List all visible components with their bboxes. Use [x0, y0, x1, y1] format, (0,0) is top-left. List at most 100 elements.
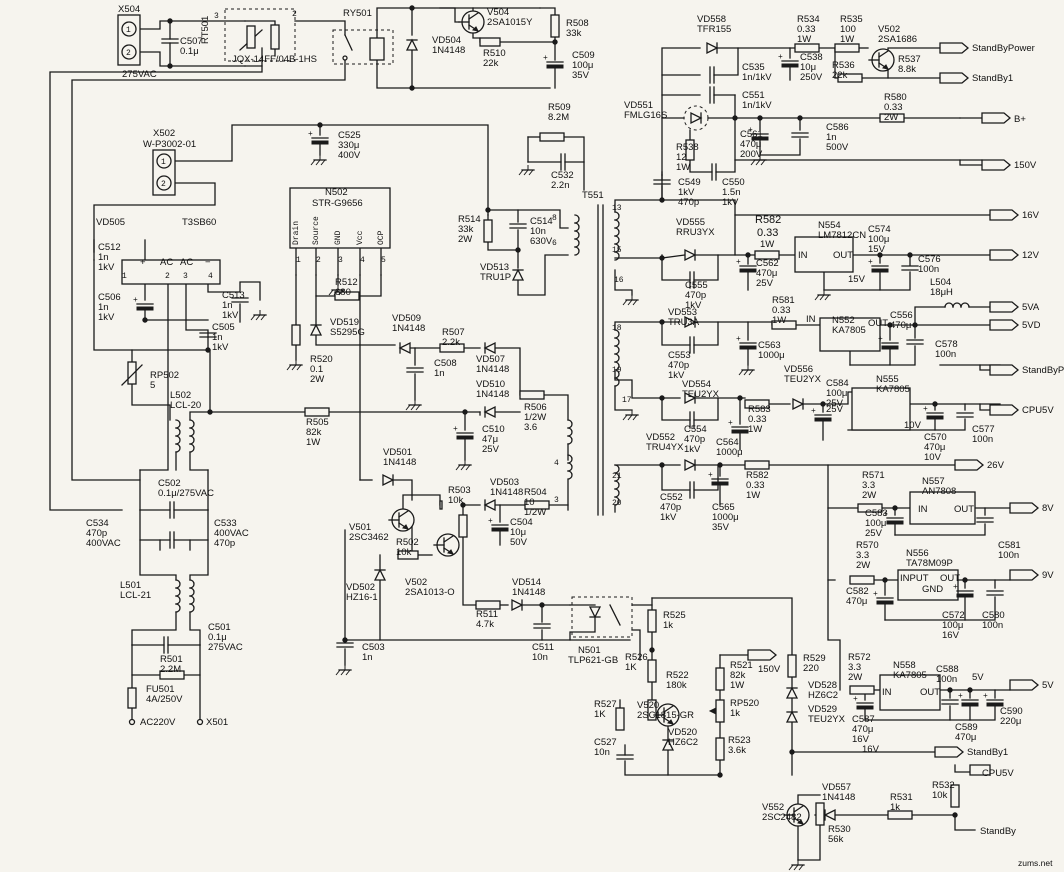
c550-label-value: 1.5n — [722, 187, 741, 198]
polarity-mark: + — [708, 471, 713, 480]
c510-capacitor-plate — [456, 435, 474, 440]
ic-n552 — [819, 317, 881, 352]
r534-label-ref: R534 — [797, 14, 820, 25]
wire — [49, 65, 263, 511]
vd552-label-value: TRU4YX — [646, 442, 684, 453]
junction-dot — [789, 749, 795, 755]
c562-label-ref: C562 — [756, 258, 779, 269]
wire — [376, 59, 551, 89]
c509-label-rating: 35V — [572, 70, 590, 81]
polarity-mark: + — [778, 53, 783, 62]
output-terminal-v5vd — [989, 319, 1020, 331]
l502-label-ref: L502 — [170, 390, 191, 401]
vd558-label-value: TFR155 — [697, 24, 731, 35]
n555-label-ref: N555 — [876, 374, 899, 385]
vd510-diode — [483, 405, 496, 419]
junction-dot — [877, 252, 883, 258]
r511-label-value: 4.7k — [476, 619, 494, 630]
r523-resistor — [715, 737, 725, 761]
r509-resistor — [539, 132, 565, 142]
polarity-mark: + — [133, 296, 138, 305]
ground-hatch — [338, 289, 344, 296]
n552-in: IN — [806, 314, 816, 325]
c504-label-value: 10μ — [510, 527, 526, 538]
vd509-label-ref: VD509 — [392, 313, 421, 324]
c549-label-rating: 470p — [678, 197, 699, 208]
output-label-standby1: StandBy1 — [972, 73, 1013, 84]
vd553-label-value: TRU3A — [668, 317, 700, 328]
wire — [487, 209, 569, 229]
junction-dot — [882, 577, 888, 583]
t551-primary-aux — [567, 419, 573, 429]
l502-winding-a — [175, 427, 181, 437]
output-terminal-standby_power2 — [989, 364, 1020, 376]
c565-label-value: 1000μ — [712, 512, 739, 523]
wire — [189, 539, 209, 581]
wire — [715, 117, 736, 173]
c525-label-value: 330μ — [338, 140, 359, 151]
t551-sec-21-20 — [614, 488, 620, 498]
r581-resistor — [771, 320, 797, 330]
c562-capacitor-plate — [739, 268, 757, 273]
r521-label-rating: 1W — [730, 680, 744, 691]
bridge-pin2: 2 — [165, 272, 170, 281]
polarity-mark: + — [308, 130, 313, 139]
c505-label-rating: 1kV — [212, 342, 229, 353]
r505-label-value: 82k — [306, 427, 322, 438]
r570-resistor — [849, 575, 875, 585]
vd556-diode — [792, 397, 805, 411]
r532-resistor — [950, 784, 960, 808]
vd529-label-value: TEU2YX — [808, 714, 846, 725]
junction-dot — [460, 502, 466, 508]
wire — [539, 7, 556, 16]
wire — [71, 57, 346, 481]
t551-sec-13-16 — [614, 227, 620, 237]
l504-label-ref: L504 — [930, 277, 951, 288]
output-terminal-standby1b — [934, 746, 965, 758]
r504-resistor — [524, 500, 550, 510]
r502-label-ref: R502 — [396, 537, 419, 548]
c538-label-ref: C538 — [800, 52, 823, 63]
ground-hatch — [750, 159, 756, 166]
c507-label-ref: C507 — [180, 36, 203, 47]
vd509-diode — [398, 341, 411, 355]
c514-label-value: 10n — [530, 226, 546, 237]
n554-label-value: LM7812CN — [818, 230, 866, 241]
t551-pin15: 15 — [612, 246, 622, 255]
wire — [797, 794, 821, 807]
c534-label-rating: 400VAC — [86, 538, 121, 549]
r582b-resistor — [744, 460, 770, 470]
junction-dot — [659, 395, 665, 401]
r572-label-rating: 2W — [848, 672, 862, 683]
t551-pin20: 20 — [612, 499, 622, 508]
c565-label-rating: 35V — [712, 522, 730, 533]
c513-label-value: 1n — [222, 300, 233, 311]
c580-label-ref: C580 — [982, 610, 1005, 621]
wire — [879, 271, 911, 291]
l502-winding-a — [175, 443, 181, 453]
n555-label-value: KA7805 — [876, 384, 910, 395]
c584-label-value: 100μ — [826, 388, 847, 399]
vd555-diode — [684, 248, 697, 262]
rp502-slash — [121, 364, 143, 386]
n502-pin-num: 2 — [316, 256, 321, 265]
transistor-arrow — [796, 819, 804, 825]
ic-n557 — [909, 491, 976, 525]
wire — [131, 644, 161, 676]
junction-dot — [552, 39, 558, 45]
c506-label-rating: 1kV — [98, 312, 115, 323]
wire — [894, 523, 986, 536]
ground-hatch — [798, 864, 804, 871]
polarity-mark: + — [736, 258, 741, 267]
c527-label-value: 10n — [594, 747, 610, 758]
l501-winding-b — [189, 579, 195, 589]
r522-label-value: 180k — [666, 680, 687, 691]
l502-winding-b — [189, 419, 195, 429]
r522-resistor — [647, 699, 657, 721]
r511-label-ref: R511 — [476, 609, 498, 620]
c572-label-value: 100μ — [942, 620, 963, 631]
c510-label-rating: 25V — [482, 444, 500, 455]
vd503-diode — [483, 498, 496, 512]
vd507-label-value: 1N4148 — [476, 364, 509, 375]
